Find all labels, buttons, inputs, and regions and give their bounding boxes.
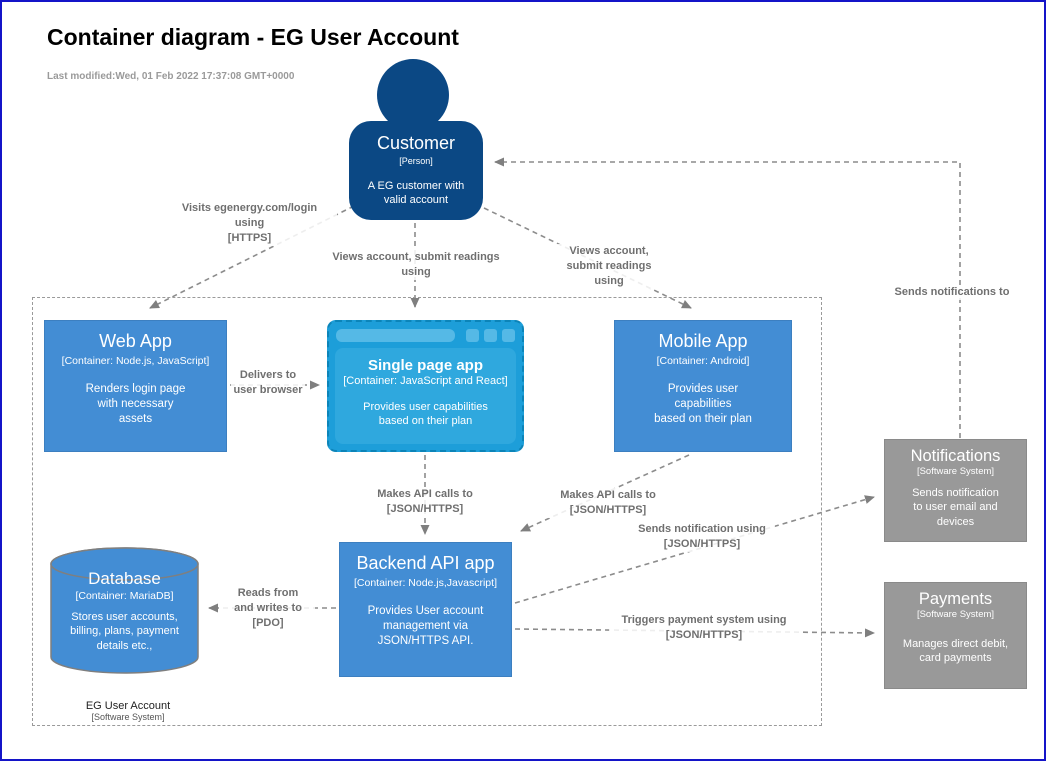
- node-title: Payments: [918, 590, 993, 608]
- node-description: Renders login page with necessary assets: [85, 383, 186, 425]
- browser-content: Single page app [Container: JavaScript a…: [335, 348, 516, 444]
- node-description: Provides user capabilities based on thei…: [363, 401, 488, 428]
- node-single-page-app: Single page app [Container: JavaScript a…: [327, 320, 524, 452]
- edge-label-customer-to-web-app: Visits egenergy.com/login using [HTTPS]: [162, 201, 337, 246]
- node-title: Notifications: [910, 447, 1001, 465]
- node-customer: Customer [Person] A EG customer with val…: [349, 121, 483, 220]
- node-description: Stores user accounts, billing, plans, pa…: [70, 611, 179, 652]
- edge-label-customer-to-spa: Views account, submit readings using: [318, 250, 514, 280]
- person-head-icon: [377, 59, 449, 131]
- node-subtitle: [Software System]: [916, 466, 995, 477]
- node-title: Mobile App: [658, 331, 748, 351]
- node-title: Customer: [376, 133, 456, 153]
- edge-label-customer-to-mobile-app: Views account, submit readings using: [554, 244, 664, 289]
- node-payments: Payments [Software System] Manages direc…: [884, 582, 1027, 689]
- node-subtitle: [Container: Android]: [656, 355, 750, 367]
- edge-label-backend-to-notifications: Sends notification using [JSON/HTTPS]: [629, 522, 775, 552]
- node-title: Single page app: [367, 357, 484, 374]
- database-cylinder-icon: [50, 547, 199, 674]
- node-title: Web App: [99, 331, 172, 351]
- edge-label-backend-to-database: Reads from and writes to [PDO]: [221, 586, 315, 631]
- boundary-label: EG User Account [Software System]: [53, 700, 203, 722]
- node-subtitle: [Container: Node.js, JavaScript]: [61, 355, 210, 367]
- page-title: Container diagram - EG User Account: [47, 24, 459, 50]
- node-backend-api-app: Backend API app [Container: Node.js,Java…: [339, 542, 512, 677]
- node-web-app: Web App [Container: Node.js, JavaScript]…: [44, 320, 227, 452]
- node-description: Manages direct debit, card payments: [902, 638, 1009, 665]
- browser-button-icon: [466, 328, 479, 342]
- node-database: Database [Container: MariaDB] Stores use…: [50, 547, 199, 674]
- node-subtitle: [Container: JavaScript and React]: [343, 375, 508, 387]
- node-subtitle: [Software System]: [916, 609, 995, 620]
- database-text: Database [Container: MariaDB] Stores use…: [50, 569, 199, 653]
- boundary-type: [Software System]: [91, 712, 165, 722]
- node-subtitle: [Person]: [399, 156, 433, 166]
- edge-label-web-app-to-spa: Delivers to user browser: [231, 368, 305, 398]
- last-modified-timestamp: Last modified:Wed, 01 Feb 2022 17:37:08 …: [47, 71, 295, 82]
- edge-label-backend-to-payments: Triggers payment system using [JSON/HTTP…: [609, 613, 799, 643]
- node-description: Provides User account management via JSO…: [367, 605, 484, 647]
- edge-label-mobile-to-backend: Makes API calls to [JSON/HTTPS]: [545, 488, 671, 518]
- node-subtitle: [Container: MariaDB]: [75, 590, 174, 602]
- browser-addressbar-icon: [336, 328, 455, 342]
- node-description: Sends notification to user email and dev…: [912, 487, 999, 528]
- edge-label-spa-to-backend: Makes API calls to [JSON/HTTPS]: [362, 487, 488, 517]
- edge-label-notifications-to-customer: Sends notifications to: [886, 285, 1018, 300]
- node-title: Backend API app: [356, 553, 495, 573]
- node-mobile-app: Mobile App [Container: Android] Provides…: [614, 320, 792, 452]
- browser-button-icon: [502, 328, 515, 342]
- node-notifications: Notifications [Software System] Sends no…: [884, 439, 1027, 542]
- browser-button-icon: [484, 328, 497, 342]
- boundary-eg-user-account: EG User Account [Software System]: [32, 297, 822, 726]
- node-description: Provides user capabilities based on thei…: [654, 383, 752, 425]
- node-subtitle: [Container: Node.js,Javascript]: [354, 577, 497, 589]
- node-title: Database: [88, 569, 161, 588]
- node-description: A EG customer with valid account: [367, 180, 465, 207]
- browser-chrome: [336, 328, 515, 342]
- boundary-name: EG User Account: [85, 700, 171, 712]
